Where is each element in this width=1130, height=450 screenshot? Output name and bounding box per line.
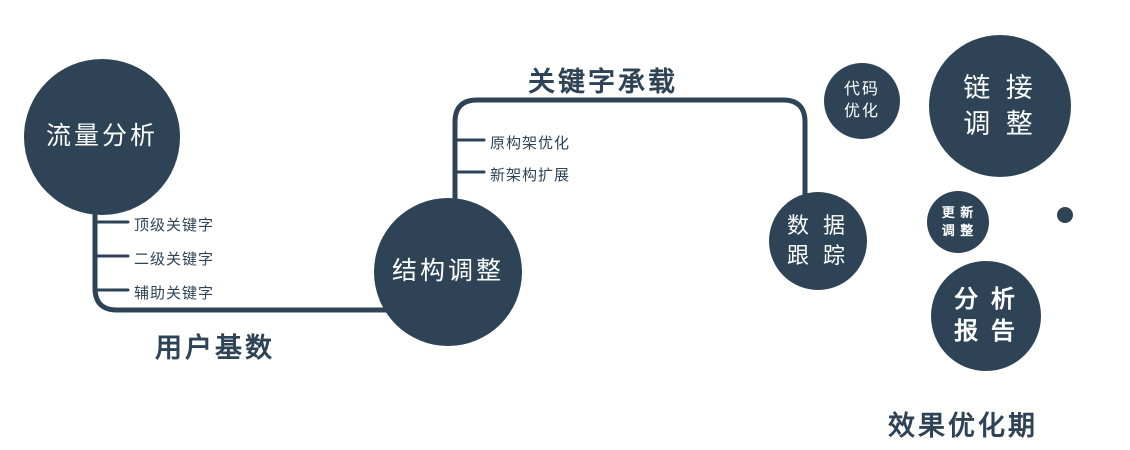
- node-update-adjust: 更 新 调 整: [927, 191, 989, 253]
- edge-keyword-line: [452, 97, 808, 221]
- edge-user-base-line: [92, 169, 433, 313]
- node-code-optimization-line1: 代码: [843, 81, 880, 99]
- node-data-tracking-line2: 跟 踪: [786, 243, 850, 268]
- edge-label-user-base: 用户基数: [155, 333, 275, 363]
- node-traffic-analysis-label: 流量分析: [45, 122, 158, 151]
- node-analysis-report: 分 析 报 告: [931, 261, 1041, 371]
- node-structure-adjust: 结构调整: [374, 198, 522, 346]
- branch-label-top-keywords: 顶级关键字: [134, 217, 215, 234]
- node-link-adjust-line2: 调 整: [963, 109, 1037, 139]
- footer-label-effect-optimization: 效果优化期: [888, 411, 1038, 441]
- node-code-optimization: 代码 优化: [824, 63, 900, 139]
- dot-marker: [1057, 207, 1073, 223]
- node-link-adjust: 链 接 调 整: [929, 35, 1071, 177]
- node-data-tracking: 数 据 跟 踪: [769, 192, 867, 290]
- branch-label-new-architecture: 新架构扩展: [490, 167, 571, 184]
- node-structure-adjust-label: 结构调整: [391, 257, 504, 286]
- node-data-tracking-line1: 数 据: [786, 213, 850, 239]
- edge-label-keyword-bearing: 关键字承载: [528, 67, 678, 97]
- branch-label-secondary-keywords: 二级关键字: [134, 251, 215, 268]
- branch-label-original-architecture: 原构架优化: [490, 135, 571, 152]
- node-code-optimization-line2: 优化: [843, 103, 880, 120]
- branch-label-auxiliary-keywords: 辅助关键字: [134, 285, 215, 302]
- node-analysis-report-line2: 报 告: [954, 318, 1018, 345]
- node-traffic-analysis: 流量分析: [24, 59, 180, 215]
- node-analysis-report-line1: 分 析: [954, 285, 1018, 313]
- node-update-adjust-line1: 更 新: [941, 205, 975, 221]
- node-link-adjust-line1: 链 接: [963, 72, 1037, 103]
- node-update-adjust-line2: 调 整: [941, 223, 975, 238]
